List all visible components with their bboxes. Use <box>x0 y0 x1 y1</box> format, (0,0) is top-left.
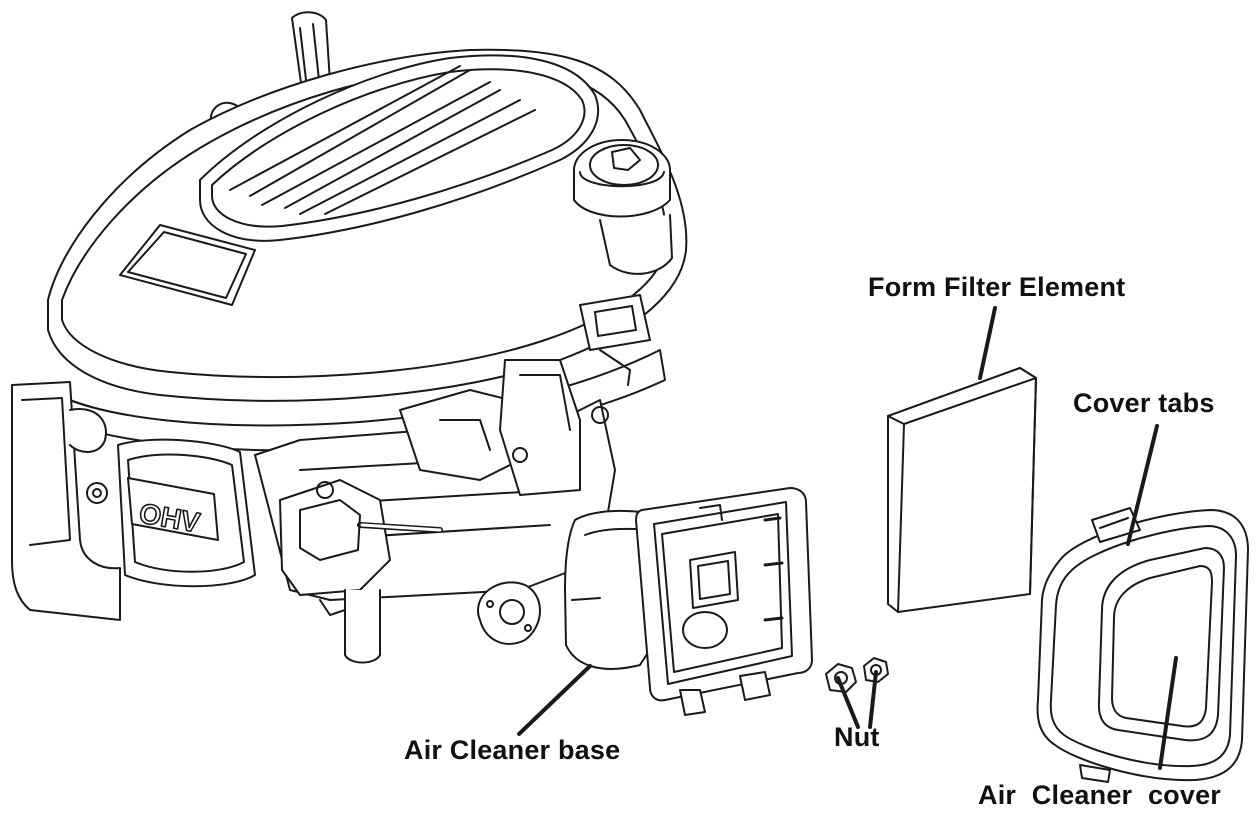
foam-filter-element-label: Form Filter Element <box>868 272 1126 302</box>
foam-filter-illustration <box>887 367 1037 613</box>
leader-line-tabs <box>1126 424 1159 546</box>
cover-tabs-label: Cover tabs <box>1073 388 1215 418</box>
nut-label: Nut <box>834 722 880 752</box>
leader-line-nut-left <box>836 676 860 729</box>
air-cleaner-base-label: Air Cleaner base <box>404 735 621 765</box>
leader-lines <box>517 306 1178 770</box>
air-cleaner-cover-label: Air Cleaner cover <box>978 780 1222 810</box>
leader-line-base <box>517 664 592 736</box>
leader-line-cover <box>1158 656 1178 770</box>
leader-line-filter <box>978 306 997 380</box>
nuts-illustration <box>825 657 889 693</box>
leader-line-nut-right <box>868 670 878 729</box>
air-cleaner-base-illustration <box>564 487 813 716</box>
engine-illustration: OHV <box>11 11 688 664</box>
air-cleaner-cover-illustration <box>1036 507 1249 783</box>
